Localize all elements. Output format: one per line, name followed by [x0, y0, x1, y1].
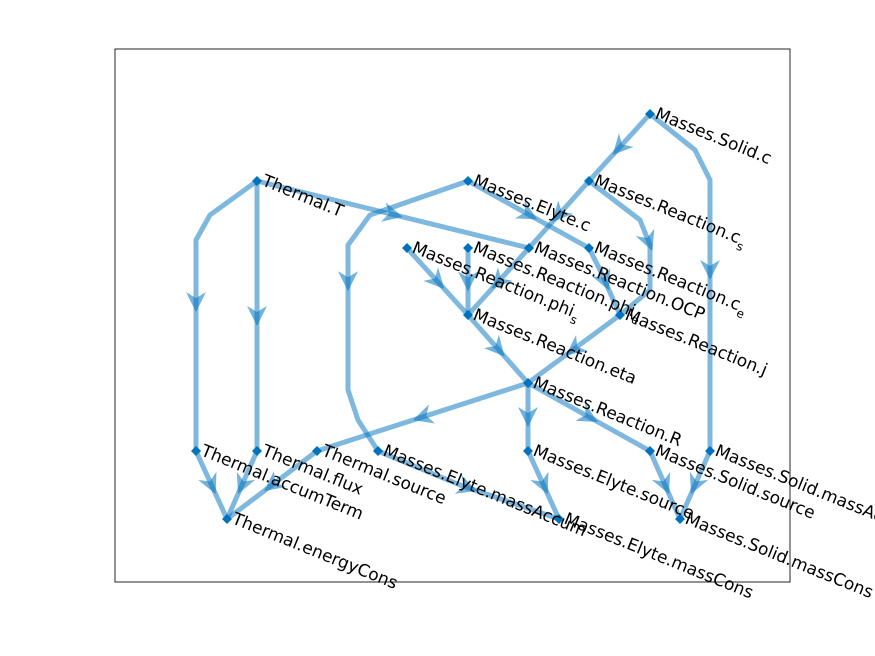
edge	[404, 245, 471, 318]
arrowhead-icon	[689, 471, 709, 495]
graph-node[interactable]	[463, 176, 473, 186]
edge	[338, 178, 471, 454]
edge	[375, 448, 562, 522]
edge	[647, 448, 683, 522]
edge	[586, 178, 655, 318]
arrowhead-icon	[552, 200, 574, 222]
edge	[254, 178, 532, 251]
edge	[314, 380, 531, 454]
graph-node[interactable]	[463, 243, 473, 253]
graph-node[interactable]	[252, 446, 262, 456]
arrowhead-icon	[591, 268, 611, 291]
graph-node[interactable]	[373, 446, 383, 456]
edge	[224, 448, 260, 522]
graph-node[interactable]	[222, 514, 232, 524]
arrowhead-icon	[635, 228, 655, 251]
edge	[586, 245, 623, 318]
arrowhead-icon	[700, 259, 720, 280]
graph-node[interactable]	[402, 243, 412, 253]
graph-node[interactable]	[675, 514, 685, 524]
arrowhead-icon	[514, 200, 538, 220]
edge	[677, 448, 713, 522]
arrowhead-icon	[518, 407, 538, 427]
arrowhead-icon	[236, 471, 256, 495]
arrowhead-icon	[423, 267, 445, 289]
graph-node[interactable]	[523, 378, 533, 388]
edge	[465, 245, 532, 318]
arrowhead-icon	[458, 271, 478, 292]
arrowhead-icon	[483, 334, 505, 357]
graph-node[interactable]	[524, 243, 534, 253]
graph-node[interactable]	[615, 310, 625, 320]
edge	[465, 312, 531, 386]
arrowhead-icon	[612, 133, 634, 155]
arrowhead-icon	[454, 474, 477, 494]
graph-node[interactable]	[645, 446, 655, 456]
arrowhead-icon	[247, 306, 267, 326]
arrowhead-icon	[380, 202, 403, 222]
arrowhead-icon	[565, 335, 588, 355]
edge	[186, 178, 260, 454]
graph-node[interactable]	[191, 446, 201, 456]
arrowhead-icon	[575, 403, 598, 422]
graph-node[interactable]	[584, 243, 594, 253]
graph-node[interactable]	[554, 514, 564, 524]
arrowhead-icon	[651, 471, 671, 495]
edge	[518, 380, 538, 454]
edge	[224, 448, 320, 522]
edge	[525, 312, 623, 386]
graph-node[interactable]	[584, 176, 594, 186]
edge	[247, 178, 267, 454]
graph-node[interactable]	[523, 446, 533, 456]
graph-node[interactable]	[705, 446, 715, 456]
arrowhead-icon	[491, 267, 513, 289]
arrowhead-icon	[264, 470, 287, 492]
graph-node[interactable]	[252, 176, 262, 186]
graph-node[interactable]	[645, 109, 655, 119]
graph-node[interactable]	[312, 446, 322, 456]
edge	[586, 111, 653, 184]
edge	[193, 448, 230, 522]
edges-layer	[186, 111, 720, 522]
edge	[525, 380, 653, 454]
edge	[465, 178, 592, 251]
graph-node[interactable]	[463, 310, 473, 320]
nodes-layer	[191, 109, 715, 524]
arrowhead-icon	[412, 404, 436, 424]
arrowhead-icon	[198, 471, 217, 495]
arrowhead-icon	[338, 271, 358, 292]
edge	[526, 178, 592, 251]
edge	[458, 245, 478, 318]
edge	[525, 448, 562, 522]
edge	[647, 111, 720, 454]
arrowhead-icon	[186, 292, 206, 313]
arrowhead-icon	[530, 471, 549, 495]
